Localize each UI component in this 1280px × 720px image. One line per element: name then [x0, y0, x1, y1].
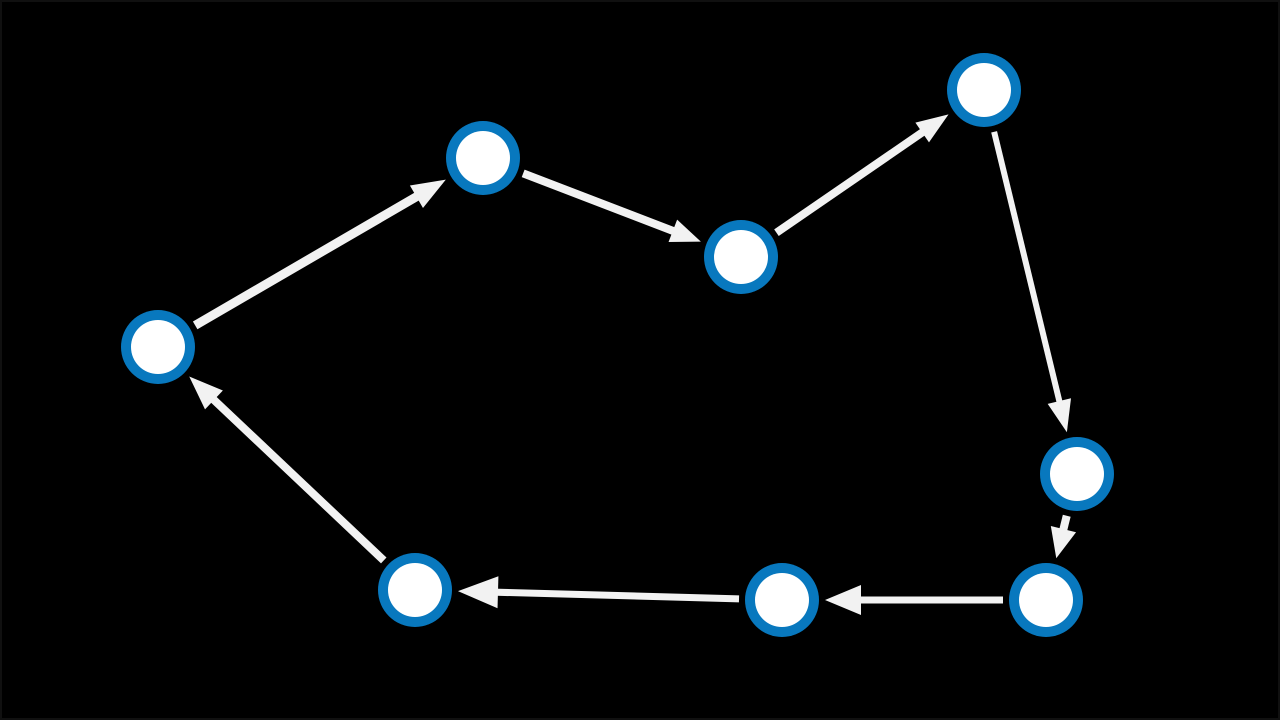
edge-shaft	[202, 388, 387, 564]
node-core	[1050, 447, 1104, 501]
edge-n3-to-n4	[774, 114, 949, 236]
node-core	[714, 230, 768, 284]
arrowhead-icon	[409, 179, 446, 208]
edge-n5-to-n6	[1050, 514, 1077, 559]
node-core	[131, 320, 185, 374]
edge-shaft	[521, 169, 685, 239]
node-core	[456, 131, 510, 185]
edge-n7-to-n8	[457, 576, 740, 609]
edge-n8-to-n1	[189, 376, 387, 564]
node-core	[957, 63, 1011, 117]
arrowhead-icon	[1047, 398, 1072, 433]
edge-n6-to-n7	[825, 585, 1003, 615]
graph-node-n6[interactable]	[1009, 563, 1083, 637]
graph-node-n8[interactable]	[378, 553, 452, 627]
edge-n1-to-n2	[192, 179, 446, 330]
graph-node-n3[interactable]	[704, 220, 778, 294]
edge-shaft	[774, 122, 934, 236]
arrowhead-icon	[668, 219, 701, 243]
edge-n2-to-n3	[521, 169, 701, 243]
graph-node-n5[interactable]	[1040, 437, 1114, 511]
arrowhead-icon	[189, 376, 223, 410]
node-core	[755, 573, 809, 627]
arrowhead-icon	[915, 114, 949, 143]
arrowhead-icon	[1050, 526, 1077, 559]
graph-node-n1[interactable]	[121, 310, 195, 384]
edge-shaft	[483, 588, 740, 603]
node-core	[1019, 573, 1073, 627]
arrowhead-icon	[825, 585, 861, 615]
arrowhead-icon	[457, 576, 499, 609]
edge-shaft	[192, 186, 429, 330]
edge-n4-to-n5	[991, 131, 1072, 433]
node-core	[388, 563, 442, 617]
nodes-layer	[121, 53, 1114, 637]
edge-shaft	[991, 131, 1065, 413]
edges-layer	[189, 114, 1077, 615]
graph-node-n4[interactable]	[947, 53, 1021, 127]
graph-node-n7[interactable]	[745, 563, 819, 637]
graph-node-n2[interactable]	[446, 121, 520, 195]
